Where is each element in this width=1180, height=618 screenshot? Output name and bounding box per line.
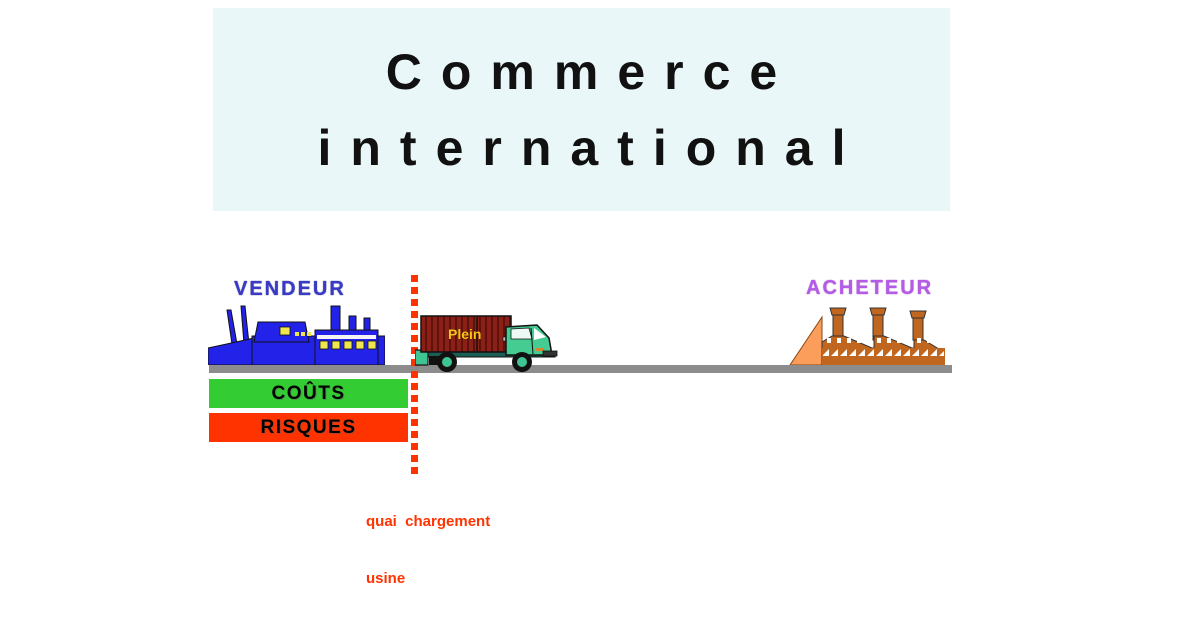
transfer-point-caption: quai chargement usine [366,474,490,618]
buyer-label: ACHETEUR [806,277,934,299]
risks-label: RISQUES [260,416,357,438]
title-line-1: Commerce [385,43,797,100]
road-line [209,365,952,373]
buyer-factory-icon [789,307,945,365]
seller-factory-icon [208,305,385,365]
transfer-dotted-line [411,275,418,476]
truck-icon: Plein [415,315,558,372]
costs-label: COÛTS [271,382,346,404]
title-banner: Commerce international [213,8,950,211]
transfer-point-line-2: usine [366,570,406,587]
title-line-2: international [317,119,865,176]
seller-label: VENDEUR [234,278,346,300]
risks-bar: RISQUES [209,413,408,442]
costs-bar: COÛTS [209,379,408,408]
transfer-point-line-1: quai chargement [366,513,491,530]
truck-load-label: Plein [448,326,481,342]
